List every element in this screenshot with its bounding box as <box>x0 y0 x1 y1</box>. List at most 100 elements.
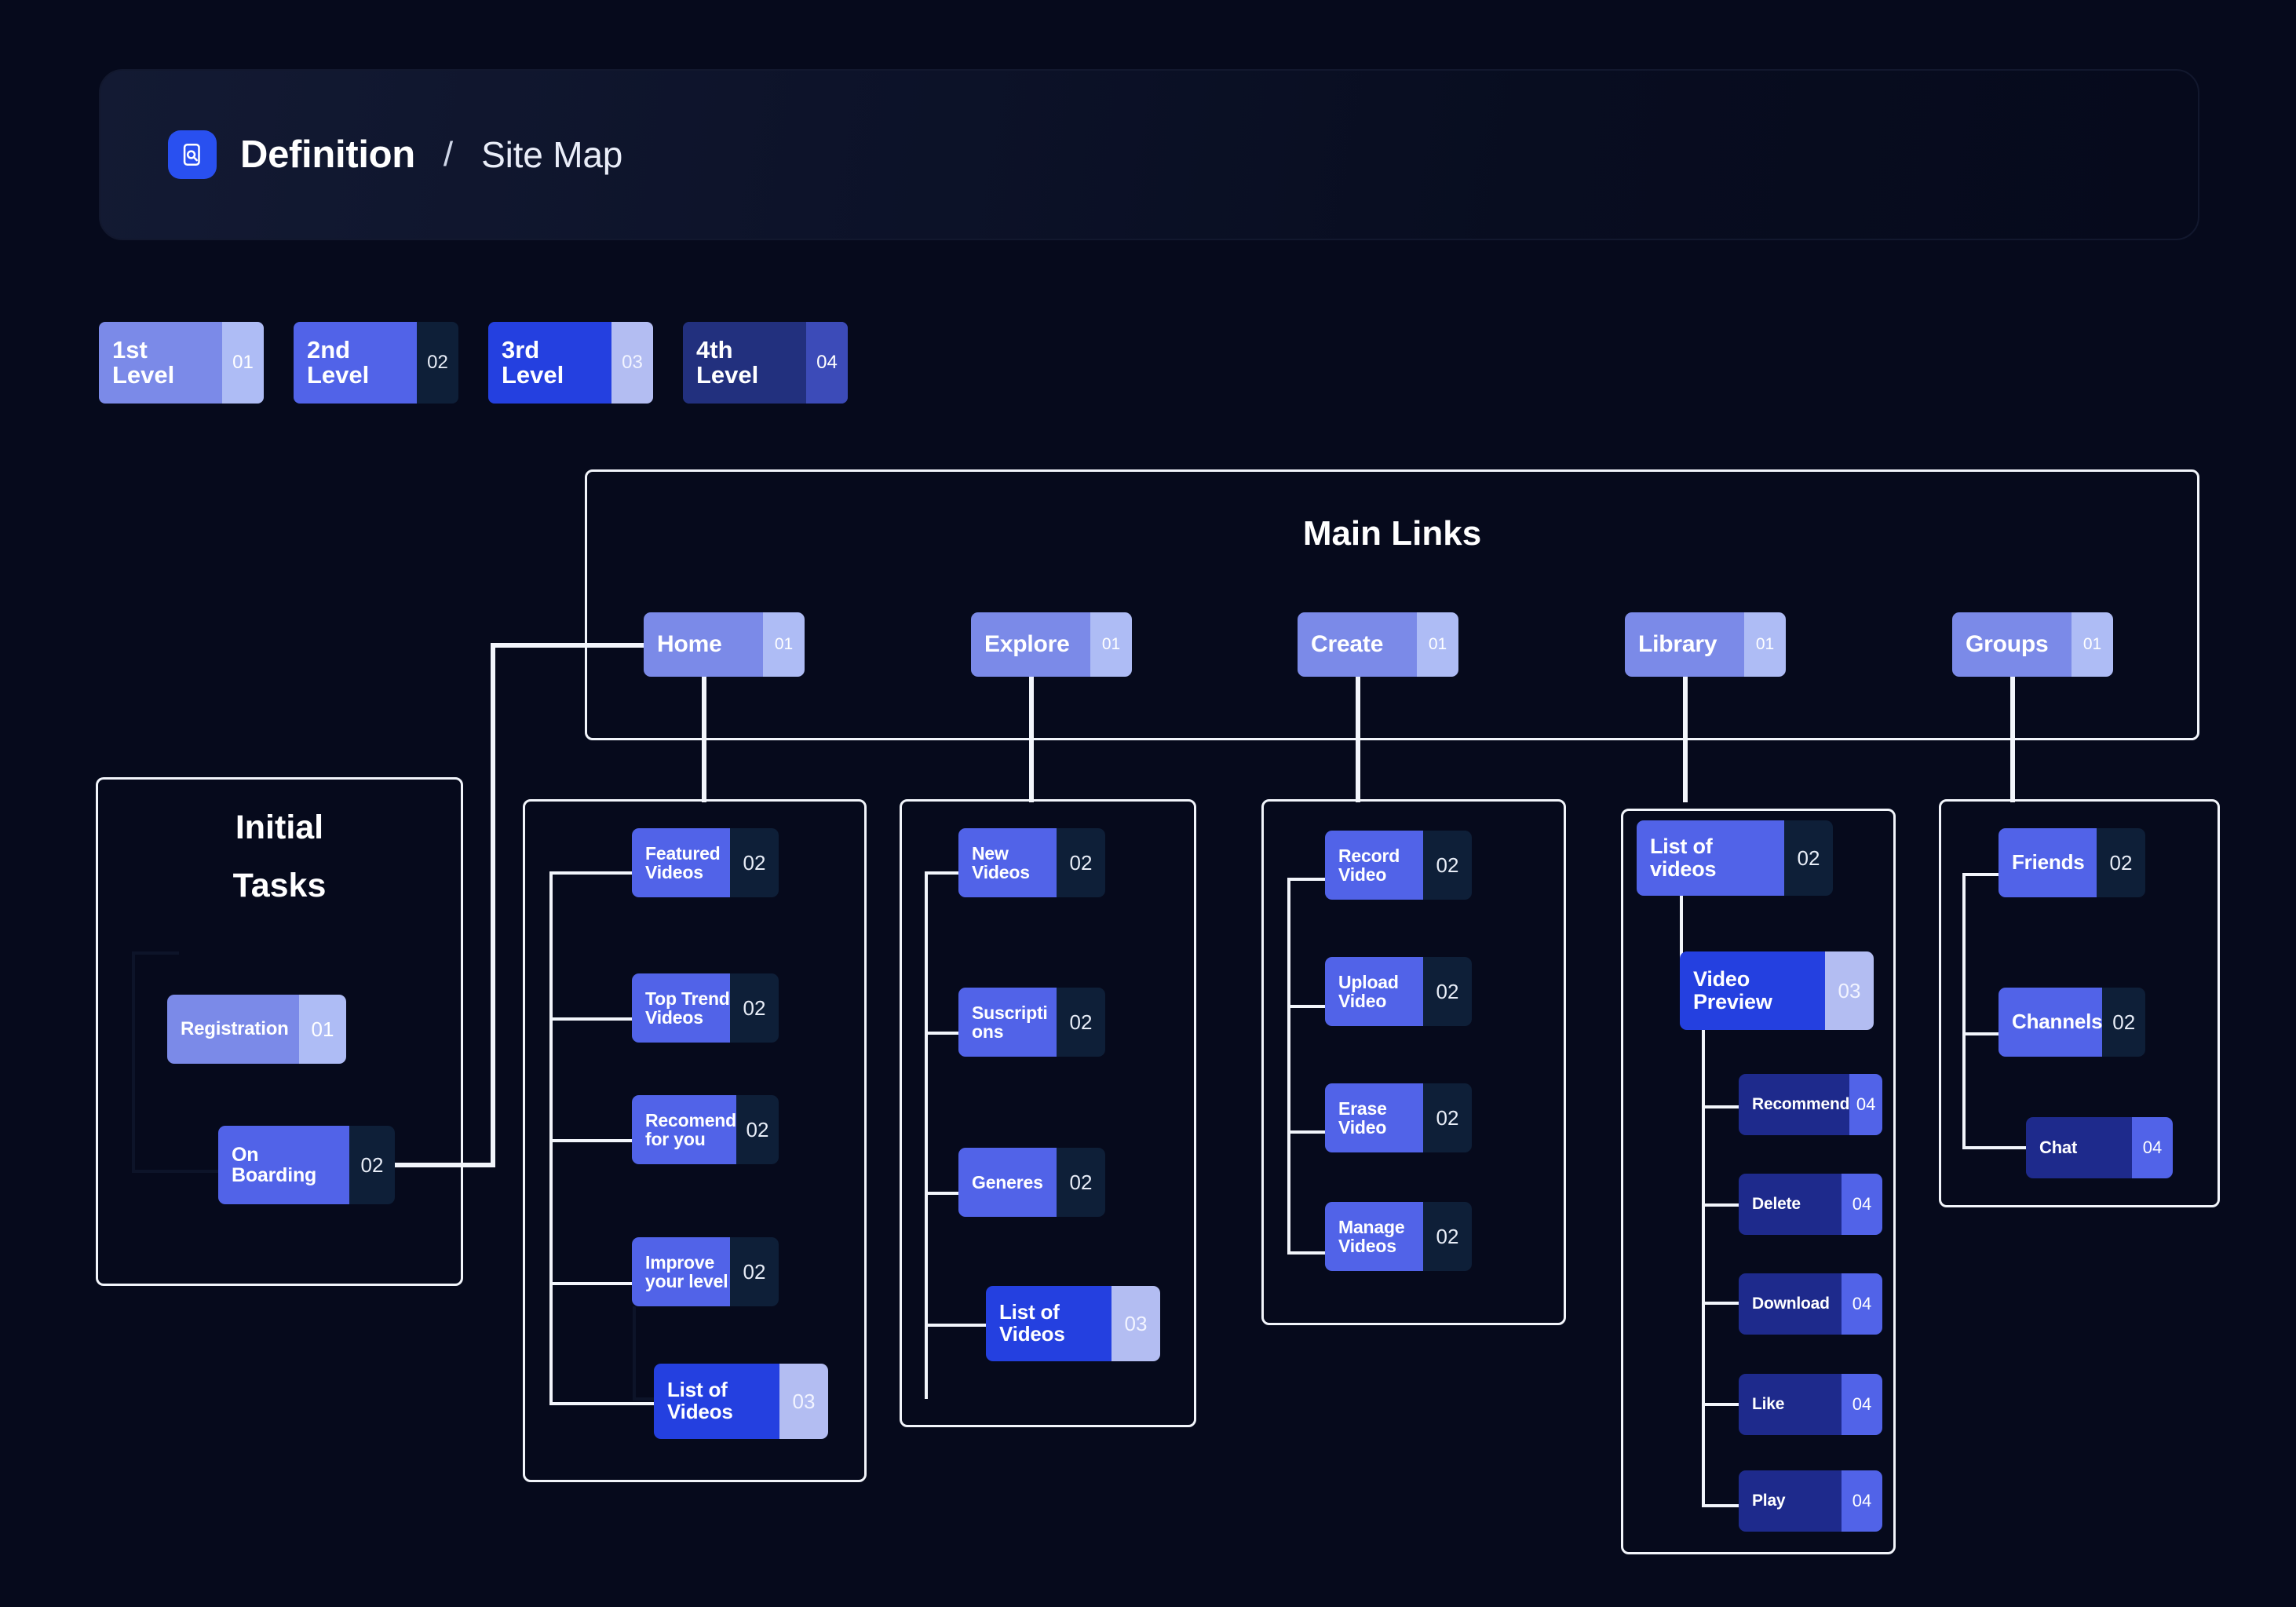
node-number: 04 <box>1842 1273 1882 1335</box>
connector-library-branch-5 <box>1702 1504 1741 1507</box>
node-number: 02 <box>1784 820 1833 896</box>
explore-children-panel <box>900 799 1196 1427</box>
node-label: Library <box>1638 631 1717 658</box>
node-erase-video[interactable]: Erase Video 02 <box>1325 1083 1472 1152</box>
main-link-create[interactable]: Create 01 <box>1298 612 1458 677</box>
node-label: Erase Video <box>1338 1098 1387 1138</box>
node-number: 02 <box>730 828 779 897</box>
connector-groups-branch-3 <box>1962 1146 2033 1149</box>
node-recommend[interactable]: Recommend 04 <box>1739 1074 1882 1135</box>
node-number: 02 <box>1057 828 1105 897</box>
node-number: 04 <box>1842 1470 1882 1532</box>
node-number: 02 <box>730 1237 779 1306</box>
connector-library-rail <box>1702 1030 1705 1507</box>
connector-create-drop <box>1356 677 1360 802</box>
node-label: Generes <box>972 1171 1043 1192</box>
node-number: 04 <box>1842 1174 1882 1235</box>
connector-home-branch-5 <box>549 1402 655 1405</box>
connector-onboarding-to-home-h2 <box>491 643 648 648</box>
connector-groups-branch-2 <box>1962 1032 2000 1035</box>
main-link-home[interactable]: Home 01 <box>644 612 805 677</box>
connector-home-branch-1 <box>549 871 632 875</box>
node-registration[interactable]: Registration 01 <box>167 995 346 1064</box>
main-link-library[interactable]: Library 01 <box>1625 612 1786 677</box>
node-label: Like <box>1752 1394 1785 1413</box>
connector-explore-rail <box>925 871 928 1399</box>
legend-number: 03 <box>611 322 653 404</box>
node-number: 02 <box>1423 1083 1472 1152</box>
node-label: Chat <box>2039 1138 2078 1158</box>
breadcrumb-separator: / <box>443 135 454 173</box>
connector-create-branch-1 <box>1287 878 1327 881</box>
node-chat[interactable]: Chat 04 <box>2026 1117 2173 1178</box>
node-number: 02 <box>1423 1202 1472 1271</box>
main-links-title: Main Links <box>1302 514 1482 553</box>
node-number: 02 <box>1057 988 1105 1057</box>
connector-home-branch-4 <box>549 1282 632 1285</box>
node-label: Delete <box>1752 1194 1801 1213</box>
initial-tasks-panel <box>96 777 463 1286</box>
connector-home-drop <box>702 677 706 802</box>
initial-tasks-title-line1: Initial <box>235 809 324 846</box>
connector-explore-drop <box>1029 677 1034 802</box>
node-generes[interactable]: Generes 02 <box>958 1148 1105 1217</box>
main-link-explore[interactable]: Explore 01 <box>971 612 1132 677</box>
connector-improve-to-list-v <box>633 1306 636 1401</box>
connector-explore-branch-4 <box>925 1324 987 1327</box>
node-delete[interactable]: Delete 04 <box>1739 1174 1882 1235</box>
connector-library-branch-3 <box>1702 1302 1741 1305</box>
node-label: Channels <box>2012 1010 2103 1034</box>
node-number: 02 <box>349 1126 395 1204</box>
connector-create-branch-4 <box>1287 1251 1327 1255</box>
node-label: Friends <box>2012 850 2085 875</box>
page-title: Definition <box>240 133 415 176</box>
node-number: 02 <box>1423 831 1472 900</box>
connector-create-branch-3 <box>1287 1130 1327 1134</box>
node-friends[interactable]: Friends 02 <box>1999 828 2145 897</box>
main-link-groups[interactable]: Groups 01 <box>1952 612 2113 677</box>
legend-number: 02 <box>417 322 458 404</box>
node-number: 02 <box>1057 1148 1105 1217</box>
node-number: 01 <box>763 612 805 677</box>
node-like[interactable]: Like 04 <box>1739 1374 1882 1435</box>
connector-home-branch-2 <box>549 1017 632 1021</box>
connector-library-drop <box>1683 677 1688 802</box>
connector-initial-rail <box>132 951 135 1173</box>
connector-library-branch-2 <box>1702 1203 1741 1207</box>
node-download[interactable]: Download 04 <box>1739 1273 1882 1335</box>
node-channels[interactable]: Channels 02 <box>1999 988 2145 1057</box>
node-play[interactable]: Play 04 <box>1739 1470 1882 1532</box>
connector-home-rail <box>549 871 553 1404</box>
connector-explore-branch-1 <box>925 871 960 875</box>
node-number: 01 <box>299 995 346 1064</box>
node-number: 02 <box>1423 957 1472 1026</box>
